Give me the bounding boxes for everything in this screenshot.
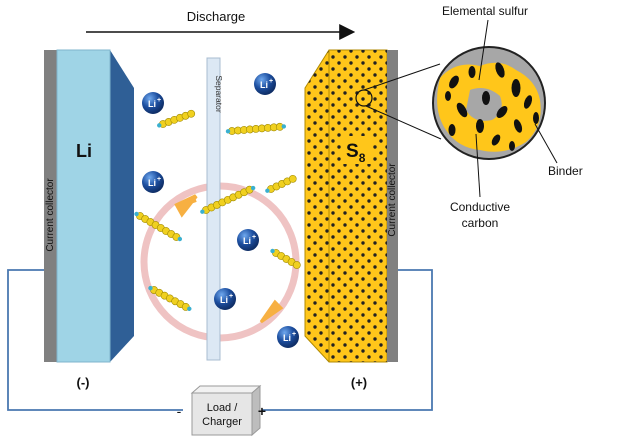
cathode-polarity: (+) [351, 375, 367, 390]
elemental-sulfur-label: Elemental sulfur [442, 4, 528, 18]
lithium-ion: Li + [214, 288, 236, 310]
load-charger-box: Load / Charger [190, 384, 262, 437]
lithium-ion: Li + [142, 92, 164, 114]
svg-text:+: + [269, 78, 273, 85]
shuttle-arrow-upper [174, 194, 198, 218]
anode-side-face [110, 50, 134, 362]
shuttle-arrow-lower [259, 299, 284, 324]
cathode-dot-pattern [305, 50, 387, 362]
anode-current-collector [44, 50, 57, 362]
discharge-label: Discharge [187, 9, 246, 24]
svg-text:Li: Li [283, 333, 291, 343]
load-plus-sign: + [258, 403, 266, 419]
binder-label: Binder [548, 164, 583, 178]
polysulfide-chain [134, 211, 183, 242]
cathode-label-bg [343, 136, 373, 164]
polysulfide-chain [265, 174, 297, 193]
svg-text:+: + [252, 234, 256, 241]
svg-text:Li: Li [243, 236, 251, 246]
polysulfide-chain [148, 285, 192, 311]
lithium-ion: Li + [142, 171, 164, 193]
lithium-ion: Li + [277, 326, 299, 348]
binder-pointer [534, 123, 558, 164]
conductive-carbon-label-1: Conductive [450, 200, 510, 214]
load-minus-sign: - [177, 403, 182, 419]
conductive-carbon-label-2: carbon [462, 216, 499, 230]
polysulfide-chain [200, 185, 256, 214]
cathode-collector-label: Current collector [387, 163, 398, 237]
svg-text:+: + [157, 97, 161, 104]
conductive-carbon-pointer [475, 133, 481, 198]
zoom-circle [432, 46, 546, 160]
external-wire-right [262, 269, 433, 411]
load-label: Load / [207, 402, 239, 414]
magnifier-line [365, 105, 442, 140]
lithium-anode [56, 49, 111, 363]
svg-text:+: + [157, 176, 161, 183]
svg-text:Li: Li [260, 80, 268, 90]
svg-text:Li: Li [148, 178, 156, 188]
polysulfide-chain [225, 122, 287, 135]
cathode-label: S8 [346, 141, 366, 165]
external-wire [7, 269, 183, 411]
anode-label: Li [76, 141, 92, 161]
lithium-ion: Li + [254, 73, 276, 95]
svg-text:+: + [229, 293, 233, 300]
svg-text:+: + [292, 331, 296, 338]
anode-polarity: (-) [77, 375, 90, 390]
lithium-ion: Li + [237, 229, 259, 251]
magnifier-line [363, 63, 441, 91]
anode-collector-label: Current collector [45, 178, 56, 252]
svg-text:Li: Li [220, 295, 228, 305]
charger-label: Charger [202, 416, 242, 428]
svg-text:Li: Li [148, 99, 156, 109]
cathode-current-collector [387, 50, 398, 362]
polysulfide-chain [270, 248, 301, 269]
elemental-sulfur-pointer [478, 19, 489, 81]
separator-label: Separator [214, 75, 224, 112]
polysulfide-chain [157, 109, 196, 128]
polysulfide-chains [134, 109, 301, 311]
